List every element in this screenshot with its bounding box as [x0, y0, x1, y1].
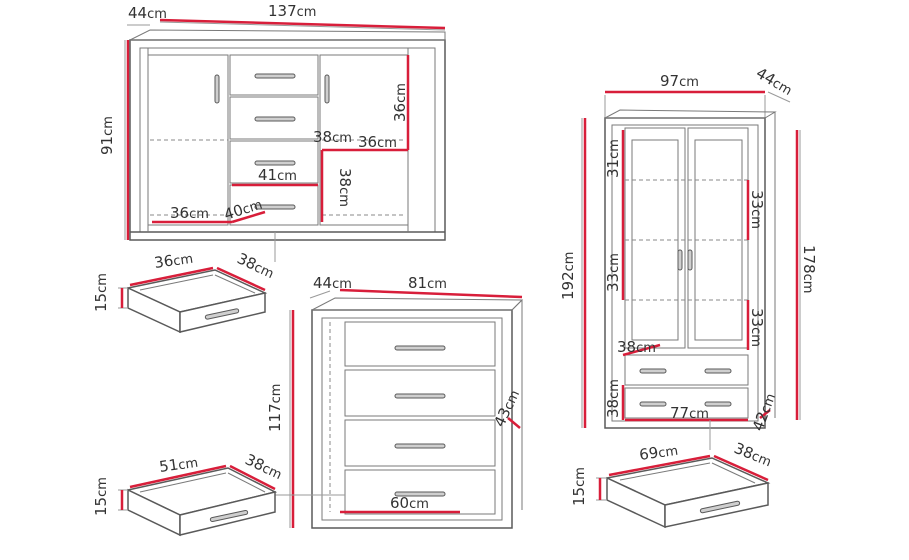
chest-drawer-height-label: 15cm	[92, 477, 110, 516]
vitrine-shelf-mid-right-label: 33cm	[748, 190, 766, 229]
sideboard-drawer-depth-label: 38cm	[234, 249, 277, 282]
chest-depth-label: 44cm	[313, 274, 352, 292]
sideboard-shelf-width-label: 36cm	[358, 133, 397, 151]
sideboard-shelf-depth-label: 38cm	[313, 128, 352, 146]
sideboard-depth-label: 44cm	[128, 4, 167, 22]
vitrine-bottom-height-label: 38cm	[604, 379, 622, 418]
chest-drawer-width-label: 60cm	[390, 494, 429, 512]
vitrine-drawer	[596, 454, 771, 529]
vitrine-width-label: 97cm	[660, 72, 699, 90]
sideboard-door-depth-label: 40cm	[222, 195, 265, 224]
chest-drawer	[118, 464, 278, 537]
vitrine-height-label: 192cm	[559, 252, 577, 300]
sideboard-drawer-height-label: 15cm	[92, 273, 110, 312]
vitrine-inner-height-label: 178cm	[800, 245, 818, 293]
vitrine-drawer-width-label: 69cm	[638, 441, 679, 464]
chest-of-drawers	[275, 288, 524, 529]
sideboard-shelf-height-label: 36cm	[391, 83, 409, 122]
vitrine-shelf-bottom-right-label: 33cm	[748, 308, 766, 347]
sideboard-door-width-label: 36cm	[170, 204, 209, 222]
vitrine-bottom-side-label: 42cm	[749, 391, 779, 434]
vitrine-shelf-top-label: 31cm	[604, 139, 622, 178]
sideboard	[124, 18, 446, 262]
vitrine-bottom-width-label: 77cm	[670, 404, 709, 422]
sideboard-drawer-width-label: 36cm	[153, 249, 194, 272]
chest-width-label: 81cm	[408, 274, 447, 292]
sideboard-height-label: 91cm	[98, 116, 116, 155]
chest-drawer-width-label-small: 51cm	[158, 453, 199, 476]
chest-height-label: 117cm	[266, 384, 284, 432]
sideboard-drawer-opening-height-label: 38cm	[336, 168, 354, 207]
vitrine-cabinet	[581, 90, 801, 450]
vitrine-bottom-depth-label: 38cm	[617, 338, 656, 356]
vitrine-shelf-mid-left-label: 33cm	[604, 253, 622, 292]
sideboard-drawer-opening-width-label: 41cm	[258, 166, 297, 184]
sideboard-drawer	[118, 266, 268, 334]
vitrine-drawer-depth-label: 38cm	[732, 439, 775, 470]
vitrine-depth-label: 44cm	[753, 64, 796, 99]
vitrine-drawer-height-label: 15cm	[570, 467, 588, 506]
sideboard-width-label: 137cm	[268, 2, 316, 20]
